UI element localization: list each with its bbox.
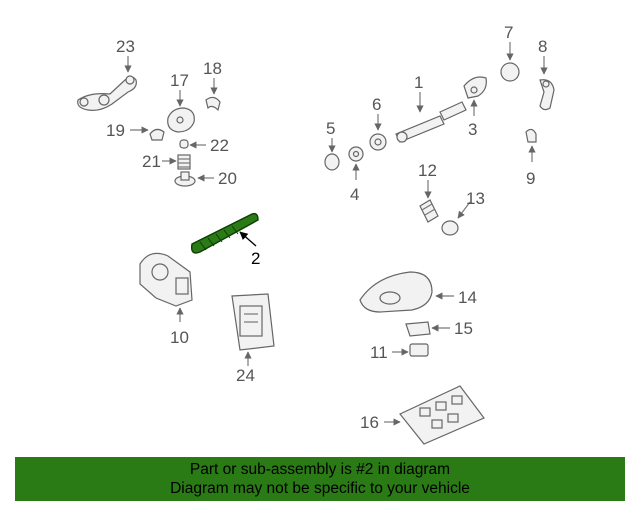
part-21-spring[interactable]: [177, 154, 191, 170]
part-17-bushing[interactable]: [167, 107, 195, 133]
part-7-cap[interactable]: [500, 62, 520, 82]
part-2-shaft[interactable]: [190, 212, 259, 254]
part-19-clip[interactable]: [149, 128, 165, 141]
label-10: 10: [170, 328, 189, 347]
label-3: 3: [468, 120, 477, 139]
part-23-linkage[interactable]: [77, 75, 137, 111]
label-11: 11: [370, 343, 388, 362]
part-8-lever[interactable]: [539, 79, 555, 111]
label-7: 7: [504, 23, 513, 42]
part-13-cap[interactable]: [441, 220, 459, 236]
part-10-housing[interactable]: [139, 252, 193, 307]
part-24-module[interactable]: [231, 293, 275, 351]
label-13: 13: [466, 189, 485, 208]
label-12: 12: [418, 161, 437, 180]
part-16-panel[interactable]: [399, 385, 485, 445]
label-21: 21: [142, 152, 161, 171]
label-6: 6: [372, 95, 381, 114]
label-9: 9: [526, 169, 535, 188]
label-17: 17: [170, 71, 189, 90]
label-16: 16: [360, 413, 379, 432]
banner-line-1: Part or sub-assembly is #2 in diagram: [189, 461, 451, 478]
part-20-plunger[interactable]: [174, 171, 196, 187]
info-banner: Part or sub-assembly is #2 in diagram Di…: [15, 457, 625, 501]
part-22-cap[interactable]: [179, 139, 189, 149]
part-9-cap[interactable]: [525, 128, 537, 143]
label-24: 24: [236, 366, 255, 385]
label-15: 15: [454, 319, 473, 338]
part-12-spring[interactable]: [419, 199, 439, 223]
part-3-cam[interactable]: [463, 76, 487, 99]
label-5: 5: [326, 119, 335, 138]
part-6-bushing[interactable]: [369, 133, 387, 151]
part-1-shaft[interactable]: [395, 101, 467, 143]
label-8: 8: [538, 37, 547, 56]
part-14-cover[interactable]: [359, 271, 433, 313]
part-15-pad[interactable]: [405, 321, 431, 337]
label-23: 23: [116, 37, 135, 56]
label-22: 22: [210, 136, 229, 155]
banner-line-2: Diagram may not be specific to your vehi…: [170, 480, 470, 497]
parts-diagram: 23 17 18 19 22 21 20 1: [77, 23, 555, 445]
part-5-nut[interactable]: [324, 153, 340, 171]
label-19: 19: [106, 121, 125, 140]
label-2: 2: [251, 249, 260, 268]
label-20: 20: [218, 169, 237, 188]
label-18: 18: [203, 59, 222, 78]
part-18-clip[interactable]: [205, 96, 221, 112]
label-1: 1: [414, 73, 423, 92]
label-4: 4: [350, 185, 359, 204]
part-4-washer[interactable]: [348, 146, 364, 162]
part-11-block[interactable]: [409, 343, 429, 357]
label-14: 14: [458, 288, 477, 307]
